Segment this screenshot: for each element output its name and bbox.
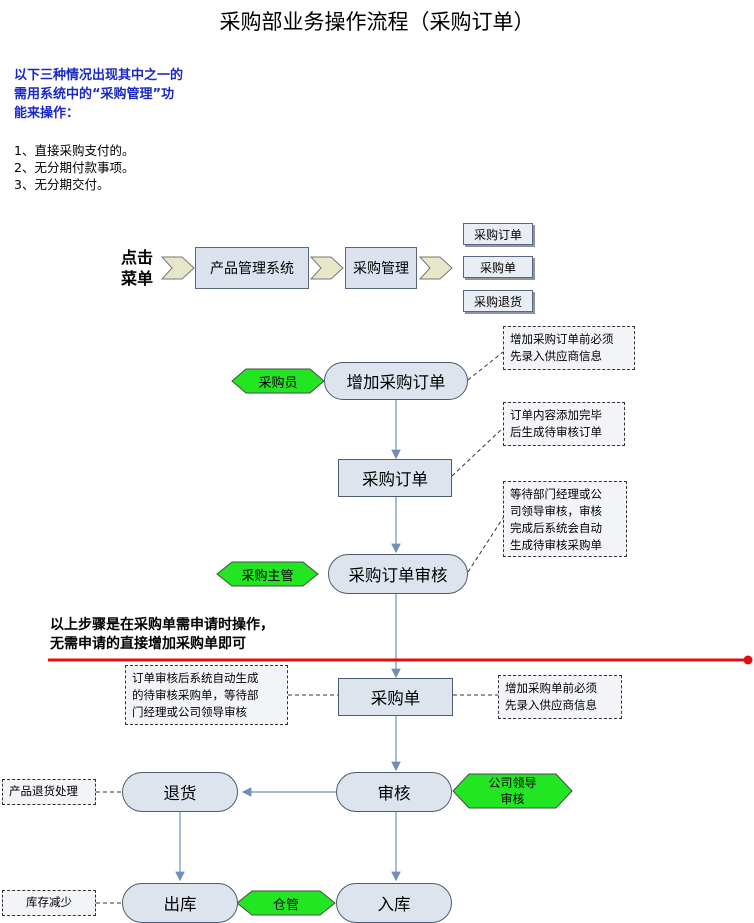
note-line: 司领导审核，审核: [510, 504, 602, 518]
menu-item-purchase-return[interactable]: 采购退货: [463, 290, 533, 312]
menu-item-purchase-order[interactable]: 采购订单: [463, 223, 533, 245]
role-buyer: 采购员: [258, 376, 298, 391]
role-leader-line: 公司领导: [488, 776, 537, 790]
note-auto-generate: 订单审核后系统自动生成 的待审核采购单，等待部 门经理或公司领导审核: [125, 665, 288, 725]
role-warehouse: 仓管: [272, 898, 299, 913]
node-outbound: 出库: [122, 883, 238, 923]
node-purchase: 采购单: [338, 678, 453, 716]
separator-note-line: 无需申请的直接增加采购单即可: [50, 636, 246, 652]
note-order: 订单内容添加完毕 后生成待审核订单: [503, 402, 625, 446]
node-inbound: 入库: [336, 883, 452, 923]
separator-note-line: 以上步骤是在采购单需申请时操作，: [50, 617, 274, 633]
menu-start-label: 点击 菜单: [121, 247, 153, 289]
note-line: 先录入供应商信息: [510, 349, 602, 363]
node-order: 采购订单: [338, 459, 452, 497]
note-line: 订单审核后系统自动生成: [132, 671, 259, 685]
note-line: 增加采购单前必须: [505, 681, 597, 695]
note-stock-decrease: 库存减少: [2, 890, 96, 916]
menu-module-box[interactable]: 采购管理: [345, 247, 417, 289]
role-leader-line: 审核: [500, 792, 525, 806]
intro-line: 需用系统中的“采购管理”功: [14, 87, 175, 102]
role-shape-supervisor: [216, 561, 319, 587]
note-add-purchase: 增加采购单前必须 先录入供应商信息: [498, 675, 622, 719]
intro-line: 能来操作：: [14, 106, 80, 121]
separator-note: 以上步骤是在采购单需申请时操作， 无需申请的直接增加采购单即可: [50, 616, 274, 654]
menu-system-box[interactable]: 产品管理系统: [195, 247, 309, 289]
note-line: 订单内容添加完毕: [510, 408, 602, 422]
note-line: 门经理或公司领导审核: [132, 705, 247, 719]
menu-start-line: 点击: [121, 248, 154, 267]
menu-chevron-3: [418, 256, 453, 280]
menu-chevron-2: [309, 256, 344, 280]
menu-chevron-1: [160, 256, 195, 280]
note-line: 的待审核采购单，等待部: [132, 688, 259, 702]
condition-1: 1、直接采购支付的。: [14, 143, 135, 158]
note-line: 先录入供应商信息: [505, 698, 597, 712]
condition-3: 3、无分期交付。: [14, 177, 110, 192]
node-add-order: 增加采购订单: [324, 362, 468, 400]
menu-item-purchase[interactable]: 采购单: [463, 256, 533, 278]
node-review: 审核: [336, 772, 452, 812]
note-return-handling: 产品退货处理: [2, 779, 96, 805]
page-title: 采购部业务操作流程（采购订单）: [219, 10, 535, 34]
intro-line: 以下三种情况出现其中之一的: [14, 68, 184, 83]
intro-text: 以下三种情况出现其中之一的 需用系统中的“采购管理”功 能来操作：: [14, 66, 183, 123]
note-line: 等待部门经理或公: [510, 487, 602, 501]
note-add-order: 增加采购订单前必须 先录入供应商信息: [503, 326, 635, 370]
role-shape-buyer: [231, 368, 325, 394]
note-line: 增加采购订单前必须: [510, 332, 614, 346]
note-line: 后生成待审核订单: [510, 425, 602, 439]
note-line: 完成后系统会自动: [510, 521, 602, 535]
note-line: 生成待审核采购单: [510, 538, 602, 552]
node-order-review: 采购订单审核: [328, 554, 468, 594]
role-supervisor: 采购主管: [241, 569, 294, 584]
role-leader: 公司领导 审核: [453, 775, 572, 807]
node-return: 退货: [122, 772, 238, 812]
role-shape-leader: [452, 773, 573, 809]
separator-end-dot: [743, 655, 753, 665]
menu-start-line: 菜单: [121, 269, 154, 288]
condition-2: 2、无分期付款事项。: [14, 160, 135, 175]
note-review-wait: 等待部门经理或公 司领导审核，审核 完成后系统会自动 生成待审核采购单: [503, 481, 627, 557]
